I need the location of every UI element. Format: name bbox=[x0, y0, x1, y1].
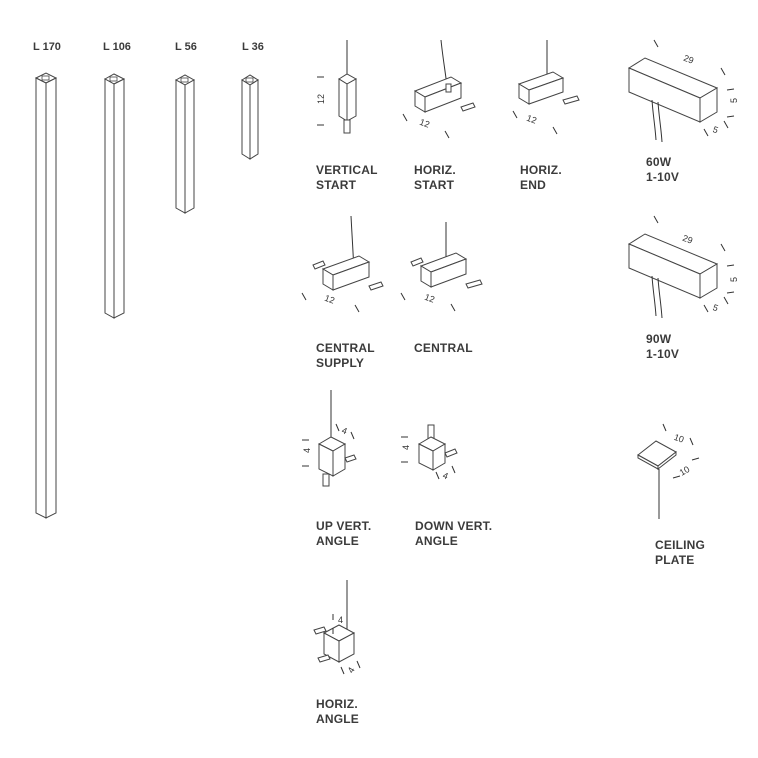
vertical-start-label: VERTICAL START bbox=[316, 163, 378, 192]
up-vert-angle-dim-b: 4 bbox=[340, 425, 348, 436]
horiz-start-drawing: 12 bbox=[402, 39, 476, 139]
ceiling-plate-drawing: 10 10 bbox=[637, 423, 700, 519]
driver-90w-dim-w: 5 bbox=[711, 302, 719, 313]
ceiling-plate-dim-b: 10 bbox=[678, 464, 692, 478]
profile-bar-170 bbox=[34, 72, 58, 519]
down-vert-angle-drawing: 4 4 bbox=[401, 424, 458, 481]
horiz-end-dim: 12 bbox=[525, 113, 538, 126]
driver-60w-dim-h: 5 bbox=[729, 98, 739, 103]
horiz-end-label: HORIZ. END bbox=[520, 163, 562, 192]
up-vert-angle-dim-a: 4 bbox=[302, 448, 312, 453]
length-label-56: L 56 bbox=[175, 41, 197, 53]
driver-90w-dim-h: 5 bbox=[729, 277, 739, 282]
vertical-start-drawing: 12 bbox=[316, 40, 358, 134]
horiz-angle-label: HORIZ. ANGLE bbox=[316, 697, 359, 726]
vertical-start-dim: 12 bbox=[316, 94, 326, 104]
down-vert-angle-label: DOWN VERT. ANGLE bbox=[415, 519, 493, 548]
up-vert-angle-label: UP VERT. ANGLE bbox=[316, 519, 372, 548]
horiz-angle-dim-a: 4 bbox=[338, 615, 343, 625]
profile-bar-56 bbox=[174, 74, 196, 214]
horiz-angle-drawing: 4 4 bbox=[313, 580, 361, 675]
driver-60w-label: 60W 1-10V bbox=[646, 155, 680, 184]
driver-90w-dim-len: 29 bbox=[681, 233, 694, 246]
driver-90w-drawing: 29 5 5 bbox=[627, 215, 739, 319]
driver-60w-drawing: 29 5 5 bbox=[627, 39, 739, 143]
horiz-end-drawing: 12 bbox=[512, 40, 580, 135]
driver-60w-dim-w: 5 bbox=[711, 124, 719, 135]
central-supply-dim: 12 bbox=[323, 293, 336, 306]
driver-60w-dim-len: 29 bbox=[682, 53, 695, 66]
length-label-36: L 36 bbox=[242, 41, 264, 53]
horiz-angle-dim-b: 4 bbox=[346, 665, 357, 674]
central-label: CENTRAL bbox=[414, 341, 473, 355]
down-vert-angle-dim-b: 4 bbox=[441, 470, 449, 481]
ceiling-plate-dim-a: 10 bbox=[673, 432, 686, 445]
central-supply-drawing: 12 bbox=[301, 215, 384, 313]
length-label-170: L 170 bbox=[33, 41, 61, 53]
horiz-start-label: HORIZ. START bbox=[414, 163, 456, 192]
central-supply-label: CENTRAL SUPPLY bbox=[316, 341, 375, 370]
central-dim: 12 bbox=[423, 292, 436, 305]
down-vert-angle-dim-a: 4 bbox=[401, 445, 411, 450]
profile-bar-36 bbox=[241, 74, 259, 160]
central-drawing: 12 bbox=[400, 222, 483, 312]
profile-bar-106 bbox=[103, 73, 126, 319]
driver-90w-label: 90W 1-10V bbox=[646, 332, 680, 361]
ceiling-plate-label: CEILING PLATE bbox=[655, 538, 706, 567]
up-vert-angle-drawing: 4 4 bbox=[302, 390, 357, 487]
horiz-start-dim: 12 bbox=[418, 117, 431, 130]
length-label-106: L 106 bbox=[103, 41, 131, 53]
